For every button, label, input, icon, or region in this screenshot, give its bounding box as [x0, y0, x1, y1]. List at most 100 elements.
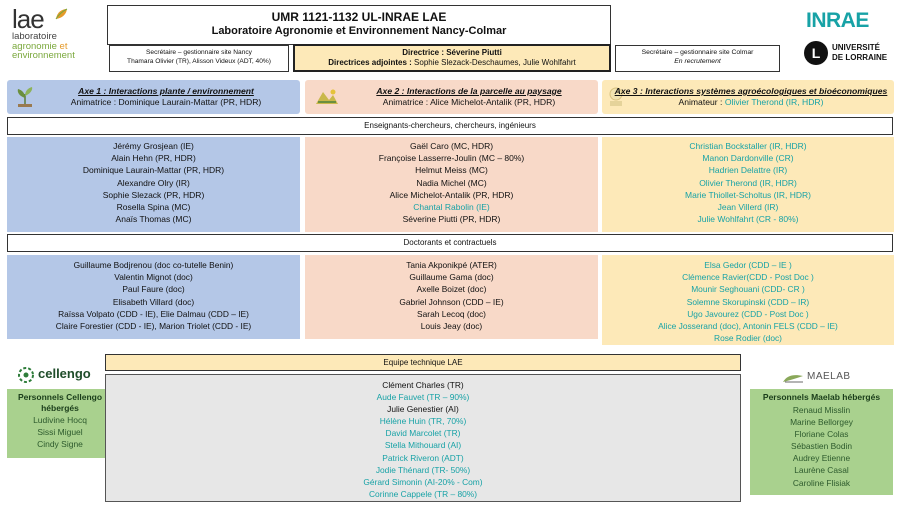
list-item: Guillaume Gama (doc)	[409, 272, 494, 283]
list-item: Marie Thiollet-Scholtus (IR, HDR)	[685, 189, 811, 200]
secretariat-colmar-title: Secrétaire – gestionnaire site Colmar	[641, 49, 754, 56]
list-item: Sissi Miguel	[37, 427, 83, 437]
list-item: Christian Bockstaller (IR, HDR)	[689, 141, 807, 151]
researchers-axis-2: Gaël Caro (MC, HDR) Françoise Lasserre-J…	[305, 137, 598, 232]
lae-logo-letters: lae	[12, 4, 45, 34]
list-item: Renaud Misslin	[792, 405, 851, 415]
list-item: Aude Fauvet (TR – 90%)	[376, 392, 470, 403]
list-item: Nadia Michel (MC)	[416, 177, 487, 188]
list-item: Olivier Therond (IR, HDR)	[699, 177, 797, 188]
lae-logo-line2b: et	[59, 40, 68, 52]
list-item: Gérard Simonin (AI-20% - Com)	[363, 476, 483, 487]
list-item: Audrey Etienne	[792, 453, 851, 464]
list-item: Floriane Colas	[794, 429, 849, 440]
researchers-axis-1: Jérémy Grosjean (IE) Alain Hehn (PR, HDR…	[7, 137, 300, 232]
director: Directrice : Séverine Piutti	[402, 48, 502, 57]
list-item: Paul Faure (doc)	[122, 284, 185, 295]
list-item: Séverine Piutti (PR, HDR)	[402, 214, 501, 225]
axis-1-title: Axe 1 : Interactions plante / environnem…	[78, 86, 254, 96]
ul-logo-line2: DE LORRAINE	[832, 53, 888, 62]
systems-icon	[609, 87, 623, 106]
direction-box: Directrice : Séverine Piutti Directrices…	[293, 44, 611, 72]
ul-logo: L UNIVERSITÉ DE LORRAINE	[804, 41, 894, 69]
list-item: Mounir Seghouani (CDD- CR )	[691, 284, 805, 295]
list-item: Rosella Spina (MC)	[116, 202, 191, 213]
list-item: Gaël Caro (MC, HDR)	[409, 141, 494, 151]
list-item: Alice Josserand (doc), Antonin FELS (CDD…	[658, 321, 838, 332]
axis-3-animator-label: Animateur :	[678, 97, 723, 107]
axis-1-header: Axe 1 : Interactions plante / environnem…	[7, 80, 300, 114]
cellengo-name: cellengo	[38, 366, 91, 381]
list-item: Patrick Riveron (ADT)	[382, 452, 464, 463]
list-item: Julie Genestier (AI)	[387, 404, 459, 415]
list-item: Alice Michelot-Antalik (PR, HDR)	[389, 189, 514, 200]
list-item: Dominique Laurain-Mattar (PR, HDR)	[82, 165, 225, 176]
axis-2-title: Axe 2 : Interactions de la parcelle au p…	[376, 86, 562, 96]
axis-1-animator: Animatrice : Dominique Laurain-Mattar (P…	[70, 97, 262, 107]
list-item: Sophie Slezack (PR, HDR)	[102, 189, 205, 200]
ul-logo-mark: L	[804, 41, 828, 65]
doctoral-axis-3: Elsa Gedor (CDD – IE ) Clémence Ravier(C…	[602, 255, 894, 345]
list-item: Chantal Rabolin (IE)	[413, 202, 490, 213]
list-item: Tania Akponikpé (ATER)	[406, 260, 497, 270]
page-title: UMR 1121-1132 UL-INRAE LAE	[271, 10, 447, 24]
list-item: Caroline Flisiak	[792, 477, 851, 488]
axis-2-animator: Animatrice : Alice Michelot-Antalik (PR,…	[382, 97, 556, 107]
secretariat-nancy-title: Secrétaire – gestionnaire site Nancy	[146, 49, 252, 56]
cellengo-icon	[18, 367, 34, 383]
lae-logo-line2: agronomie	[12, 40, 57, 52]
maelab-title: Personnels Maelab hébergés	[762, 392, 881, 402]
list-item: Ugo Javourez (CDD - Post Doc )	[687, 308, 809, 319]
list-item: Alexandre Olry (IR)	[117, 177, 190, 188]
list-item: Cindy Signe	[37, 439, 83, 449]
maelab-icon	[783, 375, 803, 383]
technical-title: Equipe technique LAE	[105, 354, 741, 371]
list-item: Axelle Boizet (doc)	[416, 284, 487, 295]
maelab-name: MAELAB	[807, 371, 851, 382]
list-item: Sarah Lecoq (doc)	[417, 308, 486, 319]
section-researchers: Enseignants-chercheurs, chercheurs, ingé…	[7, 117, 893, 135]
lae-logo-line3: environnement	[12, 50, 75, 61]
list-item: Elisabeth Villard (doc)	[112, 296, 195, 307]
list-item: Louis Jeay (doc)	[420, 321, 483, 332]
list-item: Raïssa Volpato (CDD - IE), Elie Dalmau (…	[58, 308, 249, 319]
deputies-label: Directrices adjointes :	[328, 58, 412, 67]
lae-logo: lae laboratoire agronomie et environneme…	[12, 6, 102, 76]
deputies: Sophie Slezack-Deschaumes, Julie Wohlfah…	[414, 58, 576, 67]
list-item: Corinne Cappele (TR – 80%)	[369, 488, 477, 499]
cellengo-title: Personnels Cellengo hébergés	[17, 392, 103, 413]
plant-icon	[17, 87, 33, 107]
secretariat-nancy: Secrétaire – gestionnaire site Nancy Tha…	[109, 45, 289, 72]
axis-3-header: Axe 3 : Interactions systèmes agroécolog…	[602, 80, 894, 114]
list-item: Helmut Meiss (MC)	[415, 165, 488, 176]
list-item: Gabriel Johnson (CDD – IE)	[399, 296, 504, 307]
cellengo-box: Personnels Cellengo hébergés Ludivine Ho…	[7, 389, 113, 458]
list-item: Hélène Huin (TR, 70%)	[379, 416, 467, 427]
list-item: Solemne Skorupinski (CDD – IR)	[686, 296, 810, 307]
list-item: Stella Mithouard (AI)	[384, 440, 462, 451]
header-box: UMR 1121-1132 UL-INRAE LAE Laboratoire A…	[107, 5, 611, 45]
list-item: Rose Rodier (doc)	[714, 333, 782, 344]
list-item: Jérémy Grosjean (IE)	[113, 141, 194, 151]
list-item: David Marcolet (TR)	[385, 428, 461, 439]
list-item: Claire Forestier (CDD - IE), Marion Trio…	[55, 321, 252, 332]
list-item: Julie Wohlfahrt (CR - 80%)	[697, 214, 799, 225]
section-doctoral: Doctorants et contractuels	[7, 234, 893, 252]
list-item: Clément Charles (TR)	[382, 380, 464, 390]
leaf-icon	[55, 8, 68, 20]
axis-3-animator: Olivier Therond (IR, HDR)	[724, 97, 824, 107]
list-item: Laurène Casal	[794, 465, 849, 476]
landscape-icon	[316, 89, 338, 104]
doctoral-axis-2: Tania Akponikpé (ATER) Guillaume Gama (d…	[305, 255, 598, 339]
list-item: Ludivine Hocq	[33, 415, 87, 425]
list-item: Manon Dardonville (CR)	[702, 153, 794, 164]
list-item: Jean Villerd (IR)	[717, 202, 779, 213]
inrae-logo: INRAE	[806, 9, 869, 32]
technical-box: Clément Charles (TR) Aude Fauvet (TR – 9…	[105, 374, 741, 502]
secretariat-nancy-names: Thamara Olivier (TR), Alisson Videux (AD…	[127, 58, 271, 65]
list-item: Hadrien Delattre (IR)	[708, 165, 788, 176]
ul-logo-line1: UNIVERSITÉ	[832, 43, 881, 52]
lae-logo-line1: laboratoire	[12, 31, 57, 42]
list-item: Alain Hehn (PR, HDR)	[111, 153, 196, 164]
axis-2-header: Axe 2 : Interactions de la parcelle au p…	[305, 80, 598, 114]
